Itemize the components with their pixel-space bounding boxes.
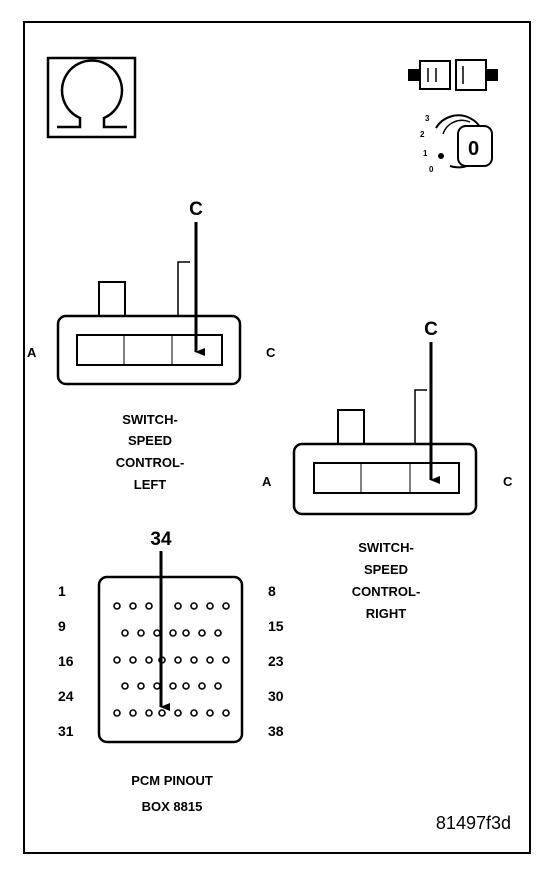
pcm-row-1-end: 8	[268, 583, 276, 599]
pcm-pin-hole	[137, 629, 145, 637]
right-caption-line-2: SPEED	[364, 562, 408, 577]
pcm-pin-hole	[222, 709, 230, 717]
pcm-caption-line-2: BOX 8815	[142, 799, 203, 814]
pcm-pin-hole	[145, 656, 153, 664]
pcm-pin-hole	[190, 709, 198, 717]
left-connector-side-a: A	[27, 345, 37, 360]
pcm-pin-hole	[206, 602, 214, 610]
pcm-pin-hole	[214, 629, 222, 637]
pcm-row-3-start: 16	[58, 653, 74, 669]
pcm-pin-hole	[121, 629, 129, 637]
pcm-pin-hole	[206, 656, 214, 664]
pcm-row-4-start: 24	[58, 688, 74, 704]
pcm-caption-line-1: PCM PINOUT	[131, 773, 213, 788]
pcm-pin-hole	[182, 682, 190, 690]
left-caption-line-1: SWITCH-	[122, 412, 178, 427]
pcm-pin-hole	[222, 602, 230, 610]
ignition-pos-3: 3	[425, 114, 430, 123]
pcm-pin-holes	[113, 602, 230, 717]
left-caption-line-2: SPEED	[128, 433, 172, 448]
pcm-pin-hole	[198, 629, 206, 637]
pcm-pin-hole	[153, 682, 161, 690]
pcm-pin-hole	[113, 709, 121, 717]
pcm-pin-hole	[153, 629, 161, 637]
right-connector-latch	[337, 409, 365, 447]
pcm-pin-label: 34	[150, 529, 172, 550]
ignition-pos-2: 2	[420, 130, 425, 139]
pcm-pin-hole	[129, 656, 137, 664]
left-connector-side-c: C	[266, 345, 276, 360]
pcm-pin-hole	[158, 709, 166, 717]
ignition-key-icon: 3 2 1 0 0	[420, 114, 493, 174]
pcm-pin-hole	[174, 709, 182, 717]
right-connector: C A C SWITCH- SPEED CONTROL- RIGHT	[262, 319, 513, 621]
pcm-pin-hole	[145, 602, 153, 610]
left-connector-lead	[177, 261, 190, 316]
pcm-pin-hole	[137, 682, 145, 690]
pcm-pin-hole	[169, 682, 177, 690]
left-connector: C A C SWITCH- SPEED CONTROL- LEFT	[27, 199, 276, 492]
pcm-pin-hole	[214, 682, 222, 690]
right-caption-line-4: RIGHT	[366, 606, 407, 621]
right-caption-line-1: SWITCH-	[358, 540, 414, 555]
pcm-row-1-start: 1	[58, 583, 66, 599]
right-connector-side-a: A	[262, 474, 272, 489]
right-connector-side-c: C	[503, 474, 513, 489]
pcm-pin-hole	[174, 602, 182, 610]
pcm-pin-hole	[113, 602, 121, 610]
right-connector-cavity-row	[313, 462, 460, 494]
right-connector-lead	[414, 389, 427, 444]
pcm-pin-hole	[182, 629, 190, 637]
pcm-pin-hole	[206, 709, 214, 717]
pcm-row-2-end: 15	[268, 618, 284, 634]
pcm-pin-hole	[129, 709, 137, 717]
figure-id: 81497f3d	[436, 813, 511, 833]
left-connector-pin-label: C	[189, 199, 203, 220]
diagram-border	[23, 21, 531, 854]
unplugged-connector-icon	[408, 59, 498, 91]
right-caption-line-3: CONTROL-	[352, 584, 421, 599]
pcm-pin-hole	[145, 709, 153, 717]
right-connector-pin-label: C	[424, 319, 438, 340]
pcm-pin-hole	[174, 656, 182, 664]
ignition-pos-1: 1	[423, 149, 428, 158]
pcm-connector-body	[97, 575, 244, 744]
pcm-pin-hole	[129, 602, 137, 610]
pcm-pin-hole	[113, 656, 121, 664]
pcm-pin-hole	[198, 682, 206, 690]
pcm-pin-hole	[222, 656, 230, 664]
left-caption-line-4: LEFT	[134, 477, 167, 492]
left-connector-cavity-row	[76, 334, 223, 366]
left-caption-line-3: CONTROL-	[116, 455, 185, 470]
pcm-row-2-start: 9	[58, 618, 66, 634]
pcm-row-3-end: 23	[268, 653, 284, 669]
ignition-key-label: 0	[468, 138, 479, 160]
ignition-pos-0: 0	[429, 165, 434, 174]
pcm-pin-hole	[169, 629, 177, 637]
left-connector-latch	[98, 281, 126, 319]
pcm-pin-hole	[121, 682, 129, 690]
ohm-symbol-icon	[46, 56, 137, 139]
pcm-row-4-end: 30	[268, 688, 284, 704]
pcm-row-5-start: 31	[58, 723, 74, 739]
pcm-row-5-end: 38	[268, 723, 284, 739]
pcm-pinout: 34 1 9 16 24 31 8 15 23 30 38 PCM PINOUT…	[58, 529, 284, 814]
pcm-pin-hole	[190, 656, 198, 664]
pcm-pin-hole	[190, 602, 198, 610]
